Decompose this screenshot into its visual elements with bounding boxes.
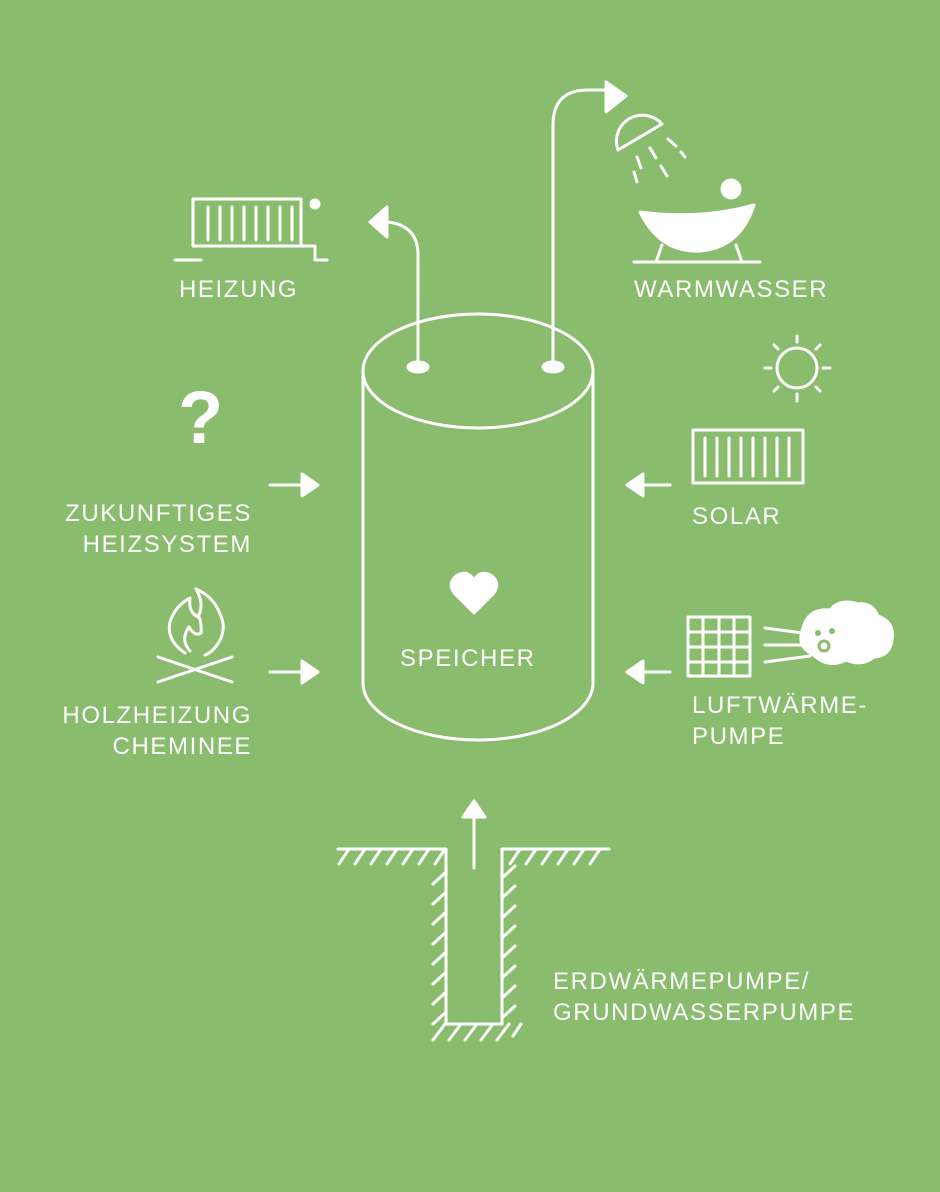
label-zukunftiges-line2: HEIZSYSTEM xyxy=(82,531,252,558)
arrow-ground-heat xyxy=(461,799,487,870)
ground-shaft-icon xyxy=(336,847,611,1042)
label-heizung: HEIZUNG xyxy=(179,276,299,303)
question-icon: ? xyxy=(178,376,224,459)
shower-icon xyxy=(614,113,687,184)
wind-cloud-icon xyxy=(763,600,894,665)
radiator-icon xyxy=(173,197,329,262)
label-holzheizung-cheminee: HOLZHEIZUNG CHEMINEE xyxy=(20,700,252,762)
solar-panel-icon xyxy=(691,428,805,485)
label-luft-line2: PUMPE xyxy=(692,723,786,750)
arrow-wood-heating xyxy=(268,659,320,685)
storage-tank-icon xyxy=(361,312,595,742)
arrow-solar xyxy=(625,472,672,498)
sun-icon xyxy=(763,334,832,403)
label-luftwaermepumpe: LUFTWÄRME- PUMPE xyxy=(692,690,868,752)
heating-pipe-arrow xyxy=(368,205,420,364)
label-luft-line1: LUFTWÄRME- xyxy=(692,692,868,719)
label-erd-line1: ERDWÄRMEPUMPE/ xyxy=(553,968,811,995)
hot-water-pipe-arrow xyxy=(551,80,628,364)
label-zukunftiges-line1: ZUKUNFTIGES xyxy=(65,500,252,527)
heat-pump-grid-icon xyxy=(686,615,752,678)
bathtub-icon xyxy=(632,178,762,264)
label-holz-line2: CHEMINEE xyxy=(112,733,252,760)
label-solar: SOLAR xyxy=(692,503,782,530)
fire-icon xyxy=(156,587,234,684)
heart-icon xyxy=(449,571,499,615)
label-zukunftiges-heizsystem: ZUKUNFTIGES HEIZSYSTEM xyxy=(30,498,252,560)
label-speicher: SPEICHER xyxy=(400,645,536,672)
label-warmwasser: WARMWASSER xyxy=(634,276,829,303)
arrow-future-system xyxy=(268,472,320,498)
label-erd-line2: GRUNDWASSERPUMPE xyxy=(553,999,856,1026)
label-holz-line1: HOLZHEIZUNG xyxy=(62,702,252,729)
arrow-air-heat-pump xyxy=(625,659,672,685)
label-erdwaermepumpe: ERDWÄRMEPUMPE/ GRUNDWASSERPUMPE xyxy=(553,966,855,1028)
